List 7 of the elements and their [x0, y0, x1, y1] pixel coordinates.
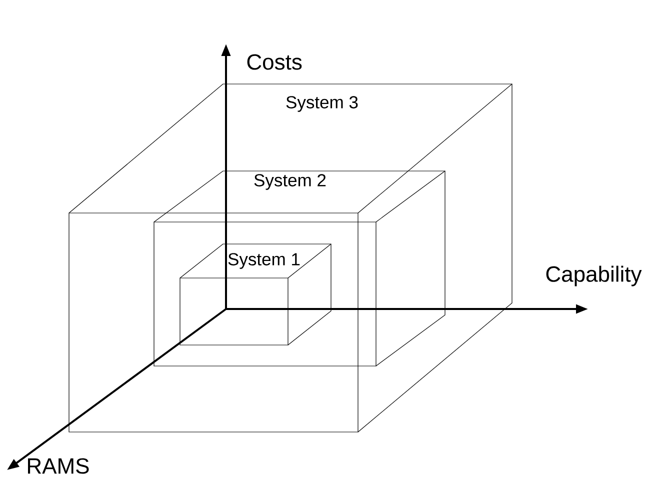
- axis-label: RAMS: [28, 458, 89, 474]
- cube: System 1: [180, 244, 332, 346]
- node-label: System 1: [228, 253, 300, 269]
- node-label: System 2: [254, 174, 326, 190]
- axis-label: Capability: [546, 266, 642, 286]
- node-label: System 3: [286, 96, 358, 112]
- axis-label: Costs: [247, 54, 302, 70]
